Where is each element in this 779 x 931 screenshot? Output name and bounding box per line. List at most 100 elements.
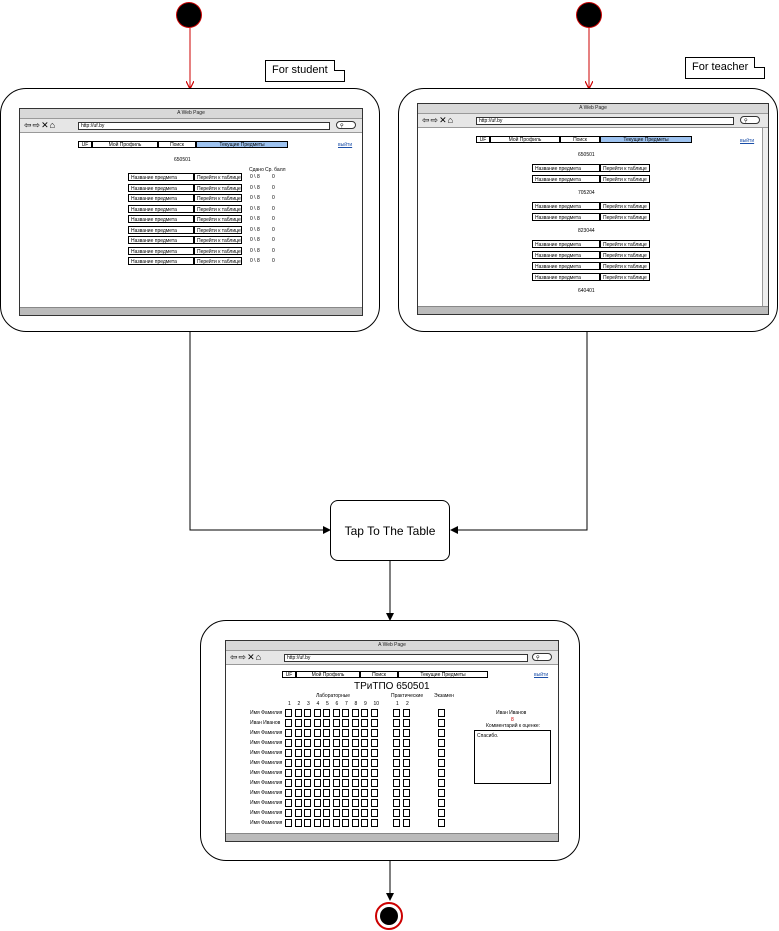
exam-grade-cell[interactable]: [438, 799, 445, 807]
lab-grade-cell[interactable]: [332, 769, 340, 777]
lab-grade-cell[interactable]: [323, 719, 330, 727]
lab-grade-cell[interactable]: [285, 769, 292, 777]
practice-grade-cell[interactable]: [403, 809, 410, 817]
search-icon[interactable]: ⚲: [532, 653, 552, 661]
lab-grade-cell[interactable]: [370, 739, 378, 747]
lab-grade-cell[interactable]: [361, 789, 368, 797]
practice-grade-cell[interactable]: [393, 749, 400, 757]
url-field[interactable]: http://uf.by: [78, 122, 330, 130]
exam-grade-cell[interactable]: [438, 779, 445, 787]
lab-grade-cell[interactable]: [285, 809, 292, 817]
lab-grade-cell[interactable]: [304, 709, 311, 717]
lab-grade-cell[interactable]: [351, 749, 359, 757]
lab-grade-cell[interactable]: [361, 719, 368, 727]
tab-current-subjects[interactable]: Текущие Предметы: [600, 136, 692, 143]
practice-grade-cell[interactable]: [393, 819, 400, 827]
lab-grade-cell[interactable]: [313, 719, 321, 727]
lab-grade-cell[interactable]: [361, 809, 368, 817]
lab-grade-cell[interactable]: [332, 779, 340, 787]
exam-grade-cell[interactable]: [438, 809, 445, 817]
lab-grade-cell[interactable]: [294, 719, 302, 727]
url-field[interactable]: http://uf.by: [476, 117, 734, 125]
search-icon[interactable]: ⚲: [740, 116, 760, 124]
lab-grade-cell[interactable]: [323, 709, 330, 717]
goto-table-button[interactable]: Перейти к таблице: [194, 194, 242, 202]
lab-grade-cell[interactable]: [370, 719, 378, 727]
lab-grade-cell[interactable]: [323, 799, 330, 807]
lab-grade-cell[interactable]: [313, 759, 321, 767]
lab-grade-cell[interactable]: [332, 799, 340, 807]
lab-grade-cell[interactable]: [361, 739, 368, 747]
lab-grade-cell[interactable]: [361, 749, 368, 757]
lab-grade-cell[interactable]: [351, 809, 359, 817]
nav-icons[interactable]: ⇦⇨✕⌂: [24, 120, 57, 130]
lab-grade-cell[interactable]: [323, 779, 330, 787]
goto-table-button[interactable]: Перейти к таблице: [194, 257, 242, 265]
goto-table-button[interactable]: Перейти к таблице: [600, 213, 650, 221]
lab-grade-cell[interactable]: [285, 789, 292, 797]
tab-uf[interactable]: UF: [476, 136, 490, 143]
lab-grade-cell[interactable]: [332, 719, 340, 727]
lab-grade-cell[interactable]: [285, 739, 292, 747]
lab-grade-cell[interactable]: [285, 709, 292, 717]
lab-grade-cell[interactable]: [294, 809, 302, 817]
lab-grade-cell[interactable]: [370, 709, 378, 717]
lab-grade-cell[interactable]: [323, 749, 330, 757]
exam-grade-cell[interactable]: [438, 739, 445, 747]
lab-grade-cell[interactable]: [351, 819, 359, 827]
lab-grade-cell[interactable]: [285, 729, 292, 737]
lab-grade-cell[interactable]: [332, 819, 340, 827]
lab-grade-cell[interactable]: [332, 809, 340, 817]
lab-grade-cell[interactable]: [351, 729, 359, 737]
lab-grade-cell[interactable]: [342, 819, 349, 827]
tab-search[interactable]: Поиск: [158, 141, 196, 148]
tab-uf[interactable]: UF: [282, 671, 296, 678]
exam-grade-cell[interactable]: [438, 819, 445, 827]
lab-grade-cell[interactable]: [342, 759, 349, 767]
goto-table-button[interactable]: Перейти к таблице: [194, 183, 242, 192]
lab-grade-cell[interactable]: [332, 749, 340, 757]
lab-grade-cell[interactable]: [342, 739, 349, 747]
lab-grade-cell[interactable]: [285, 799, 292, 807]
lab-grade-cell[interactable]: [294, 739, 302, 747]
practice-grade-cell[interactable]: [393, 779, 400, 787]
lab-grade-cell[interactable]: [304, 799, 311, 807]
practice-grade-cell[interactable]: [403, 799, 410, 807]
lab-grade-cell[interactable]: [351, 719, 359, 727]
lab-grade-cell[interactable]: [370, 799, 378, 807]
practice-grade-cell[interactable]: [403, 719, 410, 727]
lab-grade-cell[interactable]: [304, 819, 311, 827]
lab-grade-cell[interactable]: [313, 779, 321, 787]
goto-table-button[interactable]: Перейти к таблице: [600, 164, 650, 172]
practice-grade-cell[interactable]: [403, 789, 410, 797]
lab-grade-cell[interactable]: [294, 769, 302, 777]
practice-grade-cell[interactable]: [393, 799, 400, 807]
lab-grade-cell[interactable]: [332, 729, 340, 737]
lab-grade-cell[interactable]: [332, 759, 340, 767]
goto-table-button[interactable]: Перейти к таблице: [600, 251, 650, 259]
lab-grade-cell[interactable]: [342, 729, 349, 737]
logout-link[interactable]: выйти: [740, 138, 755, 144]
practice-grade-cell[interactable]: [393, 789, 400, 797]
lab-grade-cell[interactable]: [304, 759, 311, 767]
exam-grade-cell[interactable]: [438, 789, 445, 797]
lab-grade-cell[interactable]: [313, 749, 321, 757]
lab-grade-cell[interactable]: [361, 779, 368, 787]
tab-current-subjects[interactable]: Текущие Предметы: [398, 671, 488, 678]
lab-grade-cell[interactable]: [313, 809, 321, 817]
lab-grade-cell[interactable]: [361, 709, 368, 717]
lab-grade-cell[interactable]: [361, 729, 368, 737]
goto-table-button[interactable]: Перейти к таблице: [194, 204, 242, 213]
lab-grade-cell[interactable]: [313, 739, 321, 747]
practice-grade-cell[interactable]: [403, 759, 410, 767]
lab-grade-cell[interactable]: [351, 759, 359, 767]
exam-grade-cell[interactable]: [438, 759, 445, 767]
lab-grade-cell[interactable]: [285, 759, 292, 767]
goto-table-button[interactable]: Перейти к таблице: [194, 225, 242, 234]
exam-grade-cell[interactable]: [438, 709, 445, 717]
tab-search[interactable]: Поиск: [360, 671, 398, 678]
lab-grade-cell[interactable]: [370, 749, 378, 757]
lab-grade-cell[interactable]: [370, 759, 378, 767]
tab-profile[interactable]: Мой Профиль: [490, 136, 560, 143]
tab-uf[interactable]: UF: [78, 141, 92, 148]
